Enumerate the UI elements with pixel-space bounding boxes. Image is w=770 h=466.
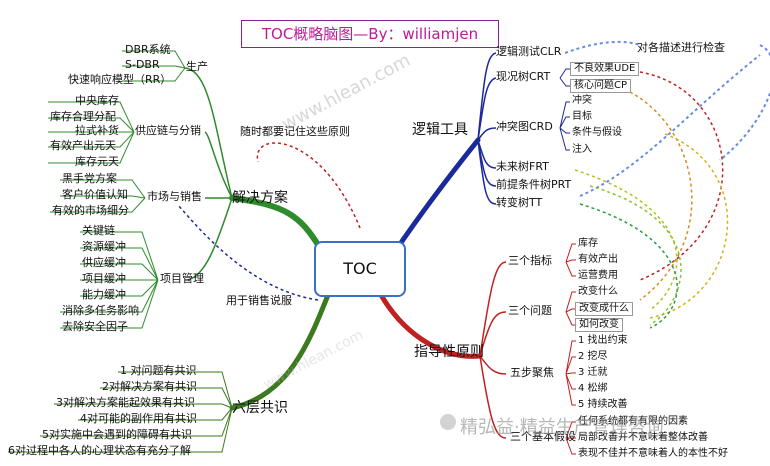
logic-tool-item: 前提条件树PRT	[496, 178, 572, 191]
supply-item: 库存元天	[75, 155, 119, 168]
note-sales-persuasion: 用于销售说服	[226, 294, 292, 307]
principle-group: 三个基本假设	[510, 430, 576, 443]
crt-sub-item: 核心问题CP	[570, 79, 632, 93]
consensus-item: 4对可能的副作用有共识	[80, 412, 197, 425]
metric-item: 库存	[578, 238, 598, 249]
crd-sub-item: 注入	[572, 144, 592, 155]
branch-six-levels: 六层共识	[232, 400, 288, 416]
focus-step-item: 5 持续改善	[578, 399, 628, 410]
note-check-all: 对各描述进行检查	[637, 41, 725, 54]
focus-step-item: 4 松绑	[578, 383, 608, 394]
principle-group: 三个问题	[508, 304, 552, 317]
consensus-item: 3对解决方案能起效果有共识	[56, 396, 195, 409]
consensus-item: 5对实施中会遇到的障碍有共识	[42, 428, 192, 441]
branch-solution: 解决方案	[232, 190, 288, 206]
project-item: 消除多任务影响	[62, 304, 139, 317]
logic-tool-item: 冲突图CRD	[496, 120, 553, 133]
principle-group: 三个指标	[508, 254, 552, 267]
logic-tool-item: 未来树FRT	[496, 160, 549, 173]
consensus-item: 6对过程中各人的心理状态有充分了解	[8, 444, 191, 457]
group-supply-chain: 供应链与分销	[135, 124, 201, 137]
crd-sub-item: 条件与假设	[572, 127, 622, 138]
branch-logic-tools: 逻辑工具	[412, 122, 468, 138]
production-item: 快速响应模型（RR）	[68, 73, 172, 86]
supply-item: 库存合理分配	[50, 110, 116, 123]
wechat-icon	[440, 414, 456, 430]
marketing-item: 黑手党方案	[62, 172, 117, 185]
crd-sub-item: 冲突	[572, 95, 592, 106]
project-item: 资源缓冲	[82, 240, 126, 253]
consensus-item: 2对解决方案有共识	[102, 380, 197, 393]
project-item: 去除安全因子	[62, 320, 128, 333]
branch-principles: 指导性原则	[414, 344, 484, 360]
assumption-item: 表现不佳并不意味着人的本性不好	[578, 448, 728, 459]
supply-item: 有效产出元天	[50, 139, 116, 152]
diagram-title: TOC概略脑图—By：williamjen	[241, 20, 499, 48]
group-production: 生产	[186, 60, 208, 73]
supply-item: 拉式补货	[75, 124, 119, 137]
production-item: S-DBR	[125, 58, 160, 71]
metric-item: 有效产出	[578, 254, 618, 265]
logic-tool-item: 现况树CRT	[496, 70, 551, 83]
project-item: 关键链	[82, 224, 115, 237]
crt-sub-item: 不良效果UDE	[570, 62, 640, 76]
question-item: 如何改变	[575, 318, 623, 332]
supply-item: 中央库存	[75, 94, 119, 107]
group-marketing: 市场与销售	[147, 190, 202, 203]
crd-sub-item: 目标	[572, 111, 592, 122]
principle-group: 五步聚焦	[510, 366, 554, 379]
question-item: 改变什么	[578, 286, 618, 297]
question-item: 改变成什么	[575, 302, 633, 316]
center-node: TOC	[314, 241, 406, 297]
project-item: 供应缓冲	[82, 256, 126, 269]
marketing-item: 有效的市场细分	[52, 204, 129, 217]
metric-item: 运营费用	[578, 270, 618, 281]
logic-tool-item: 逻辑测试CLR	[496, 45, 562, 58]
marketing-item: 客户价值认知	[62, 188, 128, 201]
logic-tool-item: 转变树TT	[496, 196, 543, 209]
focus-step-item: 1 找出约束	[578, 335, 628, 346]
production-item: DBR系统	[125, 43, 171, 56]
project-item: 项目缓冲	[82, 272, 126, 285]
consensus-item: 1 对问题有共识	[120, 364, 197, 377]
group-project-mgmt: 项目管理	[160, 272, 204, 285]
focus-step-item: 3 迁就	[578, 367, 608, 378]
assumption-item: 局部改善并不意味着整体改善	[578, 432, 708, 443]
assumption-item: 任何系统都有有限的因素	[578, 416, 688, 427]
focus-step-item: 2 挖尽	[578, 351, 608, 362]
project-item: 能力缓冲	[82, 288, 126, 301]
watermark-footer: 精弘益·精益生产管理咨询	[460, 417, 664, 438]
note-remember-principles: 随时都要记住这些原则	[240, 125, 350, 138]
